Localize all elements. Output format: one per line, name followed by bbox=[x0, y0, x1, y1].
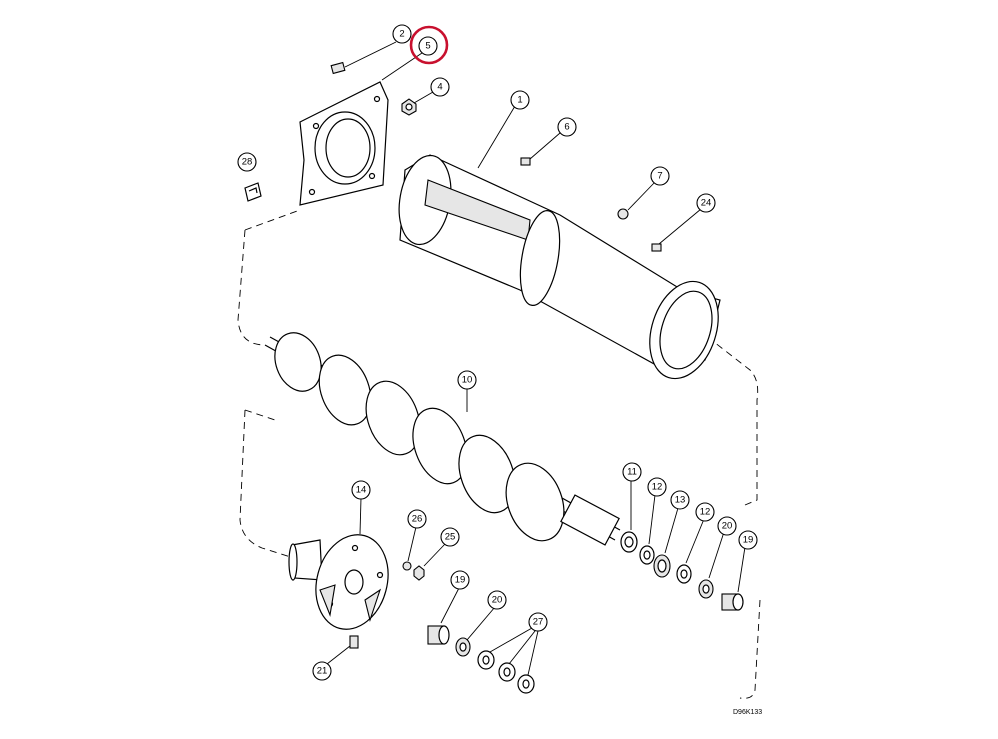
assembly-group-outline-lower bbox=[239, 409, 761, 699]
callout-10-label: 10 bbox=[462, 375, 473, 386]
part-12-washer-upper bbox=[639, 545, 655, 565]
callout-21-label: 21 bbox=[317, 666, 328, 677]
callout-1-label: 1 bbox=[517, 95, 522, 106]
part-12-washer-lower bbox=[676, 564, 692, 584]
leader-lines bbox=[326, 41, 746, 676]
callout-25-label: 25 bbox=[445, 532, 456, 543]
callout-28[interactable]: 28 bbox=[237, 152, 257, 172]
callout-20-upper-label: 20 bbox=[722, 521, 733, 532]
callout-26[interactable]: 26 bbox=[407, 509, 427, 529]
highlight-ring bbox=[409, 25, 449, 65]
part-19-bushing-upper bbox=[721, 593, 744, 611]
callout-5[interactable]: 5 bbox=[409, 25, 449, 65]
callout-13-label: 13 bbox=[675, 495, 686, 506]
callout-12-lower[interactable]: 12 bbox=[695, 502, 715, 522]
part-28-clip bbox=[244, 182, 262, 202]
assembly-group-outline-upper bbox=[237, 209, 759, 506]
part-26-bolt bbox=[402, 561, 412, 571]
callout-24[interactable]: 24 bbox=[696, 193, 716, 213]
part-7-nut bbox=[617, 208, 629, 220]
callout-11[interactable]: 11 bbox=[622, 462, 642, 482]
part-24-bolt bbox=[651, 243, 662, 252]
part-20-seal-upper bbox=[698, 579, 714, 599]
callout-19-lower-label: 19 bbox=[455, 575, 466, 586]
callout-6[interactable]: 6 bbox=[557, 117, 577, 137]
callout-4[interactable]: 4 bbox=[430, 77, 450, 97]
part-21-grease-fitting bbox=[349, 635, 359, 649]
callout-10[interactable]: 10 bbox=[457, 370, 477, 390]
callout-12-upper[interactable]: 12 bbox=[647, 477, 667, 497]
part-14-flange bbox=[288, 534, 389, 630]
callout-14[interactable]: 14 bbox=[351, 480, 371, 500]
callout-2-label: 2 bbox=[399, 29, 404, 40]
part-6-bolt bbox=[520, 157, 531, 166]
callout-4-label: 4 bbox=[437, 82, 442, 93]
callout-6-label: 6 bbox=[564, 122, 569, 133]
figure-id: D96K133 bbox=[733, 709, 762, 716]
part-13-bearing bbox=[653, 554, 671, 578]
callout-27[interactable]: 27 bbox=[528, 612, 548, 632]
callout-21[interactable]: 21 bbox=[312, 661, 332, 681]
callout-25[interactable]: 25 bbox=[440, 527, 460, 547]
callout-13[interactable]: 13 bbox=[670, 490, 690, 510]
part-2-bolt bbox=[330, 61, 346, 75]
callout-7-label: 7 bbox=[657, 171, 662, 182]
part-4-nut bbox=[401, 98, 417, 116]
callout-20-lower[interactable]: 20 bbox=[487, 590, 507, 610]
part-1-auger-housing bbox=[398, 154, 721, 380]
callout-12-upper-label: 12 bbox=[652, 482, 663, 493]
callout-2[interactable]: 2 bbox=[392, 24, 412, 44]
callout-19-lower[interactable]: 19 bbox=[450, 570, 470, 590]
callout-20-upper[interactable]: 20 bbox=[717, 516, 737, 536]
callout-28-label: 28 bbox=[242, 157, 253, 168]
part-20-seal-lower bbox=[455, 637, 471, 657]
part-10-auger bbox=[264, 332, 621, 546]
part-11-washer bbox=[620, 531, 638, 553]
callout-26-label: 26 bbox=[412, 514, 423, 525]
callout-12-lower-label: 12 bbox=[700, 507, 711, 518]
part-19-bushing-lower bbox=[427, 625, 450, 645]
part-5-mounting-plate bbox=[299, 81, 389, 206]
part-25-nut bbox=[413, 565, 425, 581]
callout-7[interactable]: 7 bbox=[650, 166, 670, 186]
callout-1[interactable]: 1 bbox=[510, 90, 530, 110]
callout-27-label: 27 bbox=[533, 617, 544, 628]
callout-11-label: 11 bbox=[627, 467, 637, 478]
callout-19-upper[interactable]: 19 bbox=[738, 530, 758, 550]
callout-14-label: 14 bbox=[356, 485, 367, 496]
callout-24-label: 24 bbox=[701, 198, 712, 209]
callout-19-upper-label: 19 bbox=[743, 535, 754, 546]
callout-5-label: 5 bbox=[425, 41, 430, 52]
callout-20-lower-label: 20 bbox=[492, 595, 503, 606]
part-27-washers bbox=[477, 650, 535, 694]
